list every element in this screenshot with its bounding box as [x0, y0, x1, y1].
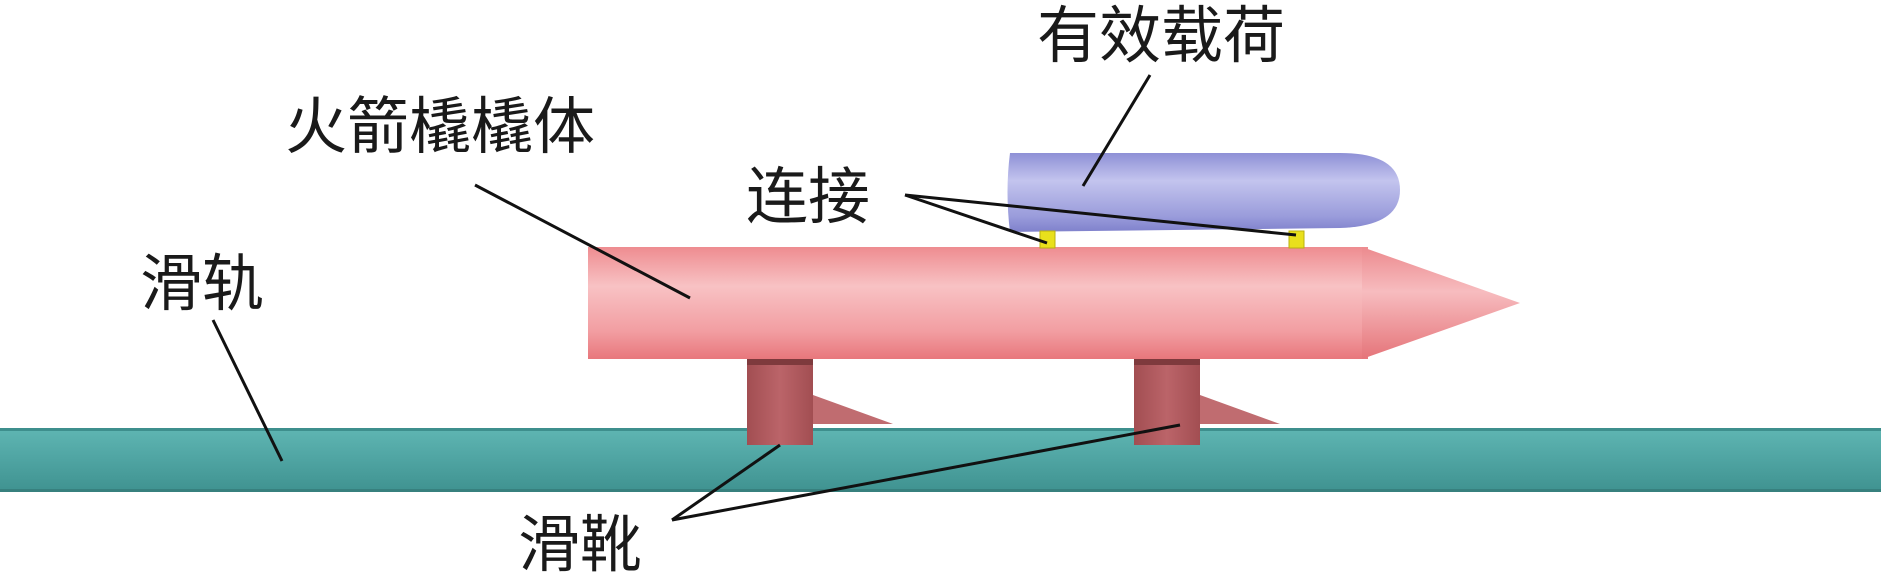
connector-front [1039, 230, 1056, 249]
connection-leader-front [904, 193, 1048, 245]
rail [0, 428, 1881, 492]
sled-body-leader [474, 183, 691, 300]
slipper-leader-rear [671, 423, 1181, 522]
rail-label: 滑轨 [140, 247, 264, 320]
connection-leader-rear [904, 193, 1297, 237]
slipper-front [747, 359, 893, 445]
connection-label: 连接 [746, 160, 870, 233]
leader-lines [211, 74, 1297, 522]
payload-label: 有效载荷 [1037, 0, 1285, 72]
payload-leader [1081, 74, 1152, 187]
sled-body-label: 火箭橇橇体 [285, 90, 595, 163]
payload [1007, 153, 1400, 232]
slipper-label: 滑靴 [518, 508, 642, 581]
rail-leader [211, 319, 284, 462]
slipper-leader-front [671, 443, 781, 522]
sled-body [588, 247, 1520, 359]
